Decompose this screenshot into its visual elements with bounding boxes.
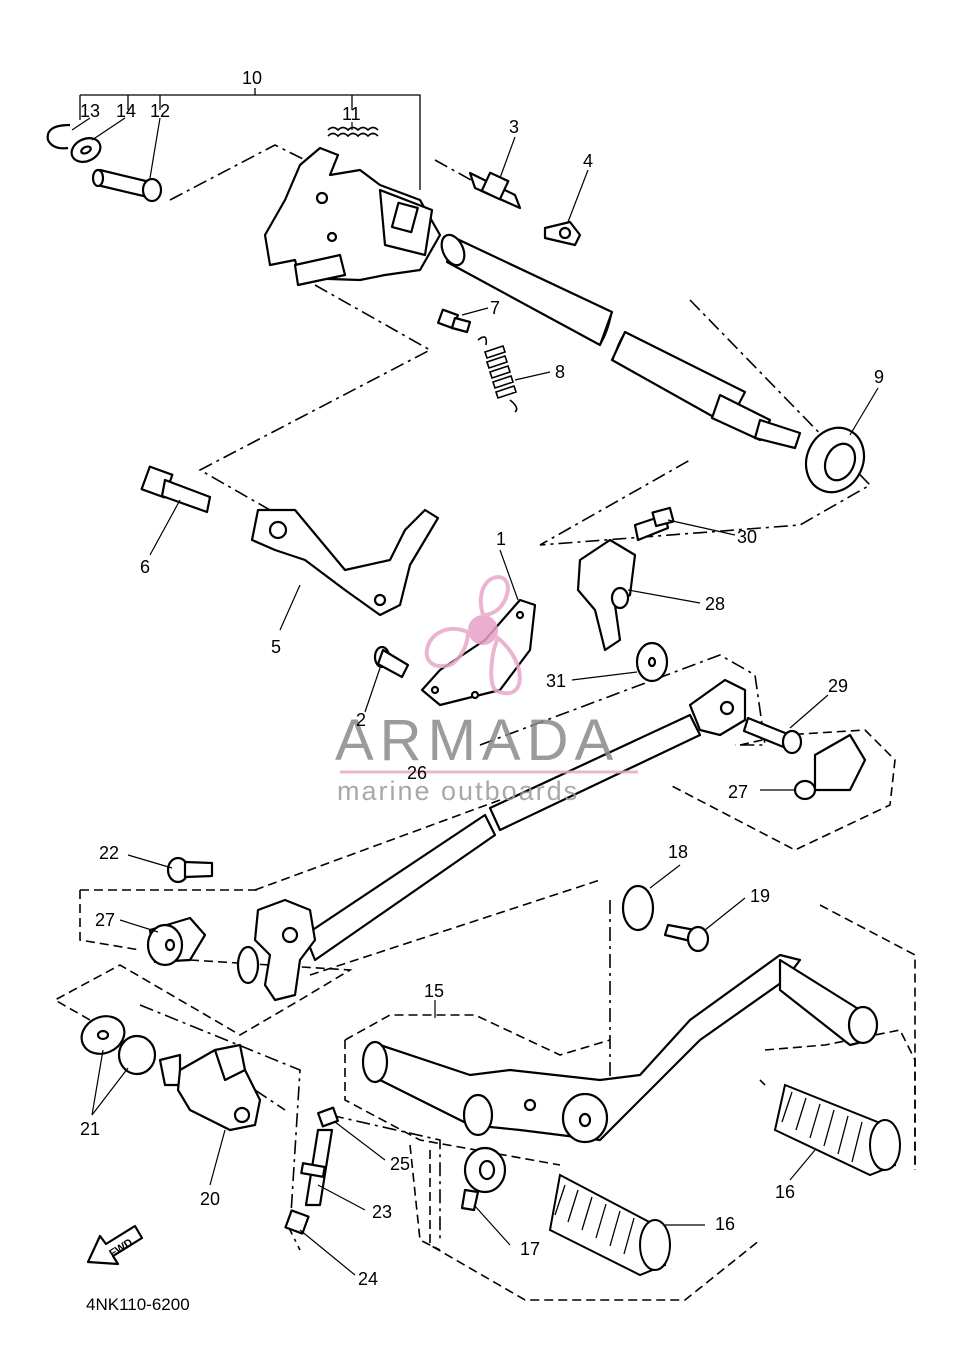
callout-27-lower: 27 [95, 910, 115, 930]
callout-18: 18 [668, 842, 688, 862]
oil-seal [804, 426, 866, 494]
nut-24 [284, 1209, 310, 1235]
callout-16-front: 16 [715, 1214, 735, 1234]
callout-2: 2 [356, 710, 366, 730]
bolt-23 [300, 1128, 334, 1207]
lower-arm [236, 898, 317, 1002]
joint-27-lower [146, 916, 207, 967]
group-lines [53, 88, 916, 1301]
bolt-19 [663, 923, 710, 953]
pedal-grip-16-rear [773, 1083, 901, 1177]
callout-24: 24 [358, 1269, 378, 1289]
bolt-6 [140, 465, 212, 514]
callouts: 10 13 14 12 11 3 4 7 8 9 6 5 1 2 30 28 3… [80, 68, 884, 1289]
callout-21: 21 [80, 1119, 100, 1139]
callout-29: 29 [828, 676, 848, 696]
callout-22: 22 [99, 843, 119, 863]
callout-4: 4 [583, 151, 593, 171]
callout-27-upper: 27 [728, 782, 748, 802]
washer-18 [621, 884, 655, 932]
bolt-7 [436, 308, 472, 334]
callout-17: 17 [520, 1239, 540, 1259]
callout-15: 15 [424, 981, 444, 1001]
callout-20: 20 [200, 1189, 220, 1209]
callout-9: 9 [874, 367, 884, 387]
shift-arm-20 [158, 1043, 262, 1132]
diagram-code: 4NK110-6200 [86, 1295, 190, 1314]
callout-5: 5 [271, 637, 281, 657]
circlip [46, 123, 71, 150]
callout-1: 1 [496, 529, 506, 549]
callout-30: 30 [737, 527, 757, 547]
bolt-22 [166, 856, 214, 884]
callout-12: 12 [150, 101, 170, 121]
callout-25: 25 [390, 1154, 410, 1174]
callout-31: 31 [546, 671, 566, 691]
shift-arm-5 [250, 508, 440, 617]
watermark-tagline: marine outboards [337, 776, 579, 806]
bolt-29 [742, 716, 803, 755]
leader-lines [71, 117, 879, 1276]
watermark-logo [424, 575, 522, 696]
shift-shaft [440, 233, 802, 450]
spring-11 [327, 126, 379, 138]
washers-21 [80, 1015, 157, 1076]
shift-arm-28 [576, 538, 637, 652]
callout-7: 7 [490, 298, 500, 318]
bolt-30 [633, 506, 675, 542]
watermark-brand: ARMADA [335, 708, 619, 773]
spring-8 [477, 336, 518, 413]
callout-11: 11 [342, 104, 361, 124]
callout-23: 23 [372, 1202, 392, 1222]
callout-8: 8 [555, 362, 565, 382]
callout-13: 13 [80, 101, 100, 121]
callout-28: 28 [705, 594, 725, 614]
washer-14 [70, 137, 102, 163]
washer-31 [635, 641, 669, 683]
callout-26: 26 [407, 763, 427, 783]
callout-6: 6 [140, 557, 150, 577]
pedal-grip-16-front [548, 1173, 671, 1277]
fwd-arrow-icon: FWD [86, 1224, 144, 1266]
joint-27-upper [793, 733, 867, 801]
callout-16-rear: 16 [775, 1182, 795, 1202]
rod-end-17 [460, 1146, 507, 1212]
bolt-25 [316, 1106, 340, 1128]
shift-pedal-15 [361, 953, 879, 1144]
callout-14: 14 [116, 101, 136, 121]
bolt-3 [468, 171, 522, 210]
stopper-4 [543, 220, 582, 247]
callout-3: 3 [509, 117, 519, 137]
callout-19: 19 [750, 886, 770, 906]
bolt-2 [373, 645, 410, 679]
pin-12 [91, 168, 163, 203]
callout-10: 10 [242, 68, 262, 88]
shift-lever-assembly [263, 146, 442, 287]
watermark: ARMADA marine outboards [335, 575, 638, 806]
